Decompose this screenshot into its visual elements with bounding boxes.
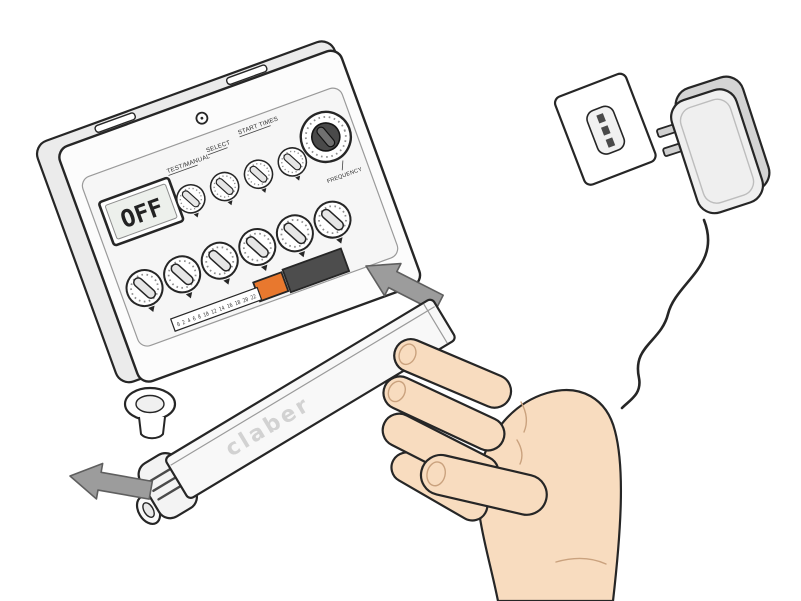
fingernail-index [398, 343, 417, 366]
skin-crease-knuckle-2 [516, 439, 523, 465]
device-screw-center [200, 116, 204, 120]
timer-device: OFF TEST/MANUAL SELECT START TIMES FREQU… [35, 40, 422, 384]
power-cable [620, 218, 710, 410]
cover-end-lip [423, 303, 448, 344]
hand [381, 338, 623, 601]
lcd-screen [105, 183, 178, 240]
power-adapter [656, 75, 771, 215]
skin-crease-knuckle-1 [520, 401, 528, 433]
finger-index [393, 338, 513, 409]
pipe-connector-collar-inner [135, 394, 165, 414]
lcd-display: OFF [98, 176, 185, 247]
cover-flange-line [170, 306, 435, 466]
pipe-connector [123, 386, 177, 440]
cover-ring-tab-hole [142, 502, 155, 518]
socket-hole-bottom [605, 137, 616, 148]
hour-scale-strip [169, 286, 263, 332]
wall-socket [553, 72, 657, 186]
cover-slot-opening [281, 247, 351, 294]
thumb [419, 453, 548, 516]
adapter-body-front [670, 88, 765, 215]
frequency-leader-line [341, 160, 344, 171]
label-select-underline [207, 147, 228, 156]
label-test-manual-underline [168, 164, 198, 176]
socket-hole-top [596, 113, 606, 124]
finger-middle [382, 375, 506, 452]
socket-hole-middle [600, 125, 611, 136]
thumbnail [426, 461, 446, 487]
skin-crease-wrist [555, 557, 607, 565]
fingernail-middle [387, 380, 407, 403]
pipe-connector-body [138, 416, 166, 440]
adapter-face-line [679, 98, 755, 204]
device-top-slot-left [94, 112, 136, 133]
device-top-slot-right [225, 64, 268, 86]
label-start-times-underline [239, 125, 271, 138]
cover-strip-bar [165, 298, 456, 499]
